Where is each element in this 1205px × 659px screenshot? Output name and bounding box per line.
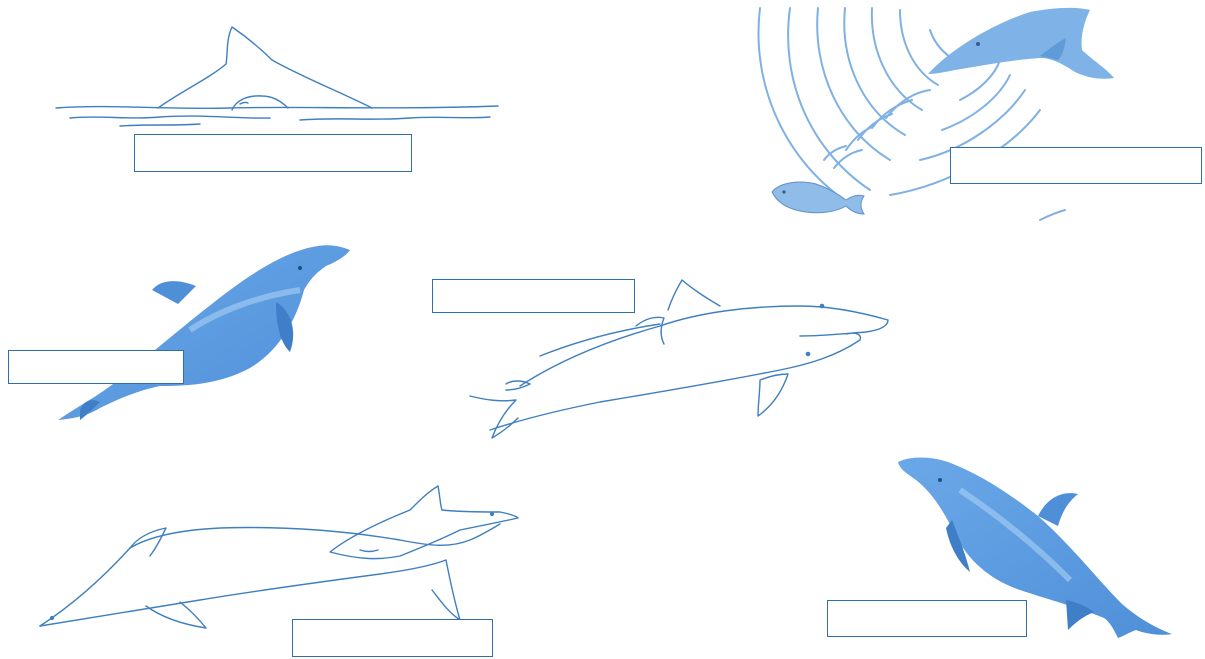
label-box-mother-calf[interactable] [292, 619, 493, 657]
blue-dolphin-swimming-illustration [58, 245, 350, 420]
fish-illustration [772, 182, 864, 214]
label-box-blue-diving[interactable] [827, 600, 1027, 637]
label-box-blue-swimming[interactable] [8, 350, 184, 384]
surfacing-dolphin-with-calf-illustration [56, 27, 498, 126]
label-box-pair-swimming[interactable] [432, 279, 635, 313]
label-box-surfacing[interactable] [134, 134, 412, 172]
label-box-echolocation[interactable] [950, 147, 1202, 184]
echolocating-dolphin-body [928, 8, 1114, 79]
mother-and-calf-outline-illustration [40, 486, 518, 628]
